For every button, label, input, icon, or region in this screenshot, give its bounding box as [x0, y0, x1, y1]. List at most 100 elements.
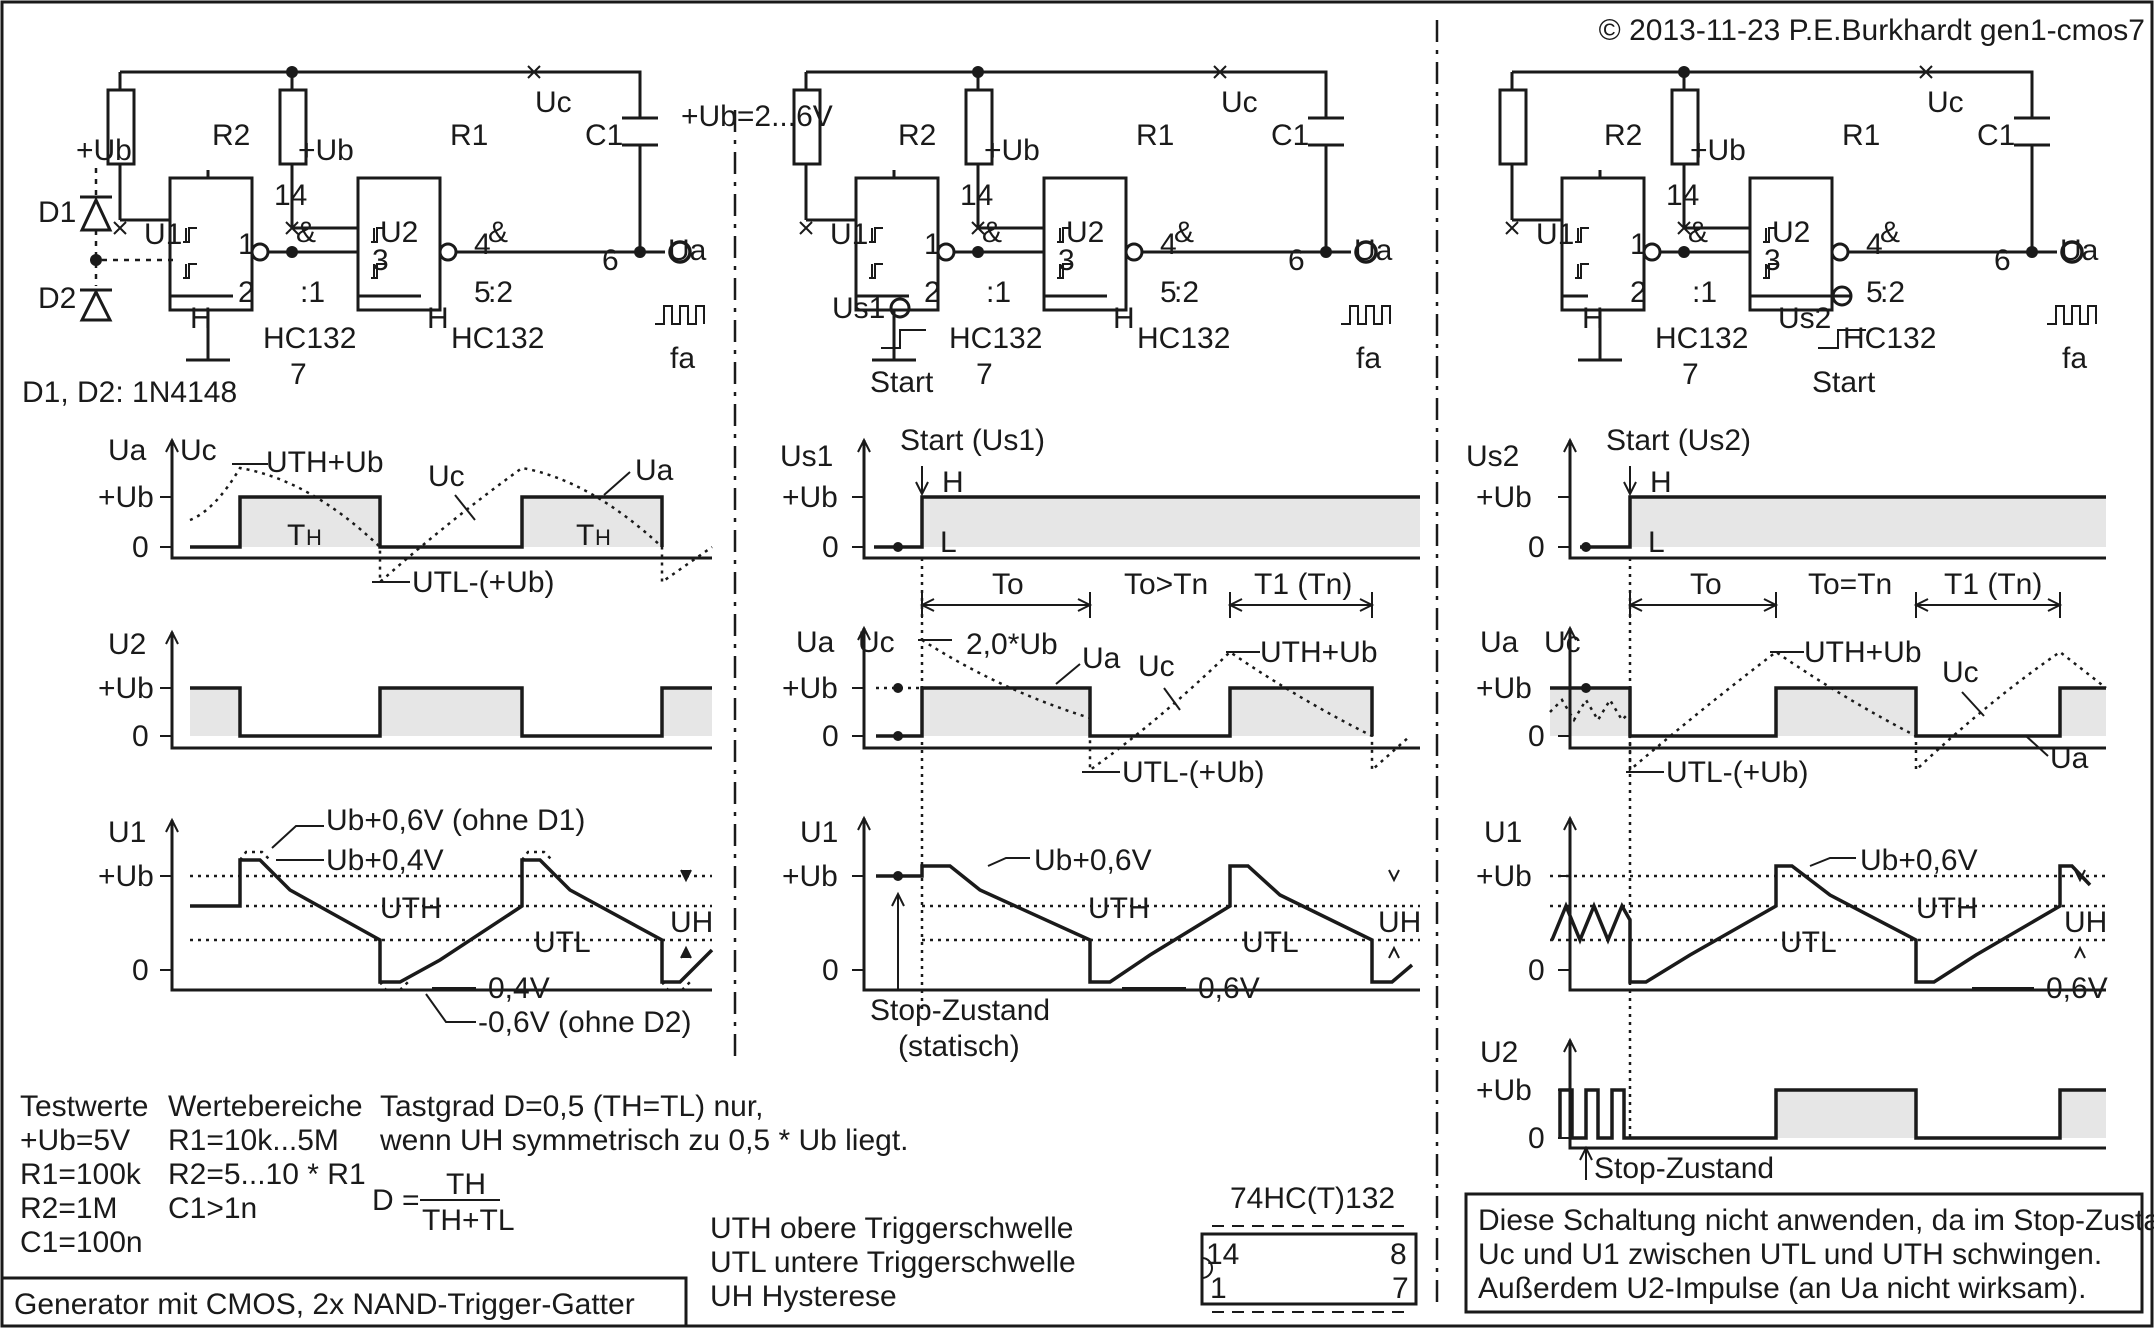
- uh-label: UH: [670, 906, 713, 939]
- u2-axis-label: U2: [1480, 1036, 1518, 1069]
- pin6-label: 6: [1994, 244, 2011, 277]
- pin6-label: 6: [1288, 244, 1305, 277]
- m06-label: -0,6V: [1188, 972, 1260, 1005]
- pin3-label: 3: [372, 244, 389, 277]
- legend: UTH obere Triggerschwelle UTL untere Tri…: [710, 1212, 1076, 1313]
- r1-label: R1: [1136, 119, 1174, 152]
- zero-level: 0: [1528, 1122, 1545, 1155]
- ub-level: +Ub: [1476, 672, 1532, 705]
- chip-pin14: 14: [1206, 1238, 1239, 1271]
- static-label: (statisch): [898, 1030, 1020, 1063]
- ub-level: +Ub: [98, 860, 154, 893]
- zero-level: 0: [822, 531, 839, 564]
- ub-label: +Ub: [984, 134, 1040, 167]
- ub-level: +Ub: [98, 672, 154, 705]
- u1-label: U1: [1536, 218, 1574, 251]
- uc-label: Uc: [1927, 86, 1964, 119]
- u2-label: U2: [1066, 216, 1104, 249]
- r2-label: R2: [898, 119, 936, 152]
- us2-label: Us2: [1778, 302, 1831, 335]
- zero-level: 0: [1528, 720, 1545, 753]
- ua-label: Ua: [2050, 742, 2089, 775]
- chip-pin1: 1: [1210, 1272, 1227, 1305]
- uth-label: UTH: [380, 892, 442, 925]
- ub-level: +Ub: [782, 672, 838, 705]
- pin5-label: 5: [1866, 276, 1883, 309]
- t1tn-label: T1 (Tn): [1944, 568, 2042, 601]
- ranges-title: Wertebereiche: [168, 1090, 363, 1123]
- pin7-label: 7: [976, 358, 993, 391]
- m06-label: -0,6V: [2036, 972, 2108, 1005]
- pin14-label: 14: [960, 179, 993, 212]
- ua-label: Ua: [668, 234, 707, 267]
- amp-label: &: [296, 216, 316, 249]
- gate2-label: :2: [488, 276, 513, 309]
- copyright: © 2013-11-23 P.E.Burkhardt gen1-cmos7: [1599, 14, 2145, 47]
- to-label: To: [1690, 568, 1722, 601]
- c1-label: C1: [1271, 119, 1309, 152]
- l-level: L: [940, 526, 957, 559]
- test-value: +Ub=5V: [20, 1124, 130, 1157]
- gate1-label: :1: [300, 276, 325, 309]
- ub-level: +Ub: [782, 860, 838, 893]
- footer: Generator mit CMOS, 2x NAND-Trigger-Gatt…: [0, 1276, 688, 1328]
- ub-level: +Ub: [1476, 1074, 1532, 1107]
- th-label: T: [576, 519, 594, 552]
- r2-label: R2: [1604, 119, 1642, 152]
- ua-label: Ua: [1354, 234, 1393, 267]
- uc-axis-label: Uc: [180, 434, 217, 467]
- test-value: R2=1M: [20, 1192, 118, 1225]
- pin4-label: 4: [1866, 228, 1883, 261]
- amp-label: &: [1880, 216, 1900, 249]
- ua-label: Ua: [1082, 642, 1121, 675]
- ua-axis-label: Ua: [108, 434, 147, 467]
- duty-denominator: TH+TL: [422, 1204, 515, 1237]
- chip-pinout: 74HC(T)132 14 8 1 7: [1200, 1182, 1418, 1313]
- pin14-label: 14: [274, 179, 307, 212]
- duty-numerator: TH: [446, 1168, 486, 1201]
- l-level: L: [1648, 526, 1665, 559]
- zero-level: 0: [822, 954, 839, 987]
- footer-title: Generator mit CMOS, 2x NAND-Trigger-Gatt…: [14, 1288, 635, 1321]
- ub-level: +Ub: [1476, 481, 1532, 514]
- utl-ub-label: UTL-(+Ub): [1666, 756, 1809, 789]
- utl-ub-label: UTL-(+Ub): [412, 566, 555, 599]
- to-gt-tn-label: To>Tn: [1124, 568, 1208, 601]
- ic-label: HC132: [1655, 322, 1748, 355]
- c1-label: C1: [1977, 119, 2015, 152]
- waveforms-start-unstable: Us2 +Ub 0 Start (Us2) H L To To=Tn T1 (T…: [1466, 424, 2108, 1185]
- fa-label: fa: [2062, 342, 2087, 375]
- pin2-label: 2: [238, 276, 255, 309]
- zero-level: 0: [132, 954, 149, 987]
- fa-label: fa: [1356, 342, 1381, 375]
- gate1-label: :1: [986, 276, 1011, 309]
- ub-level: +Ub: [782, 481, 838, 514]
- ic-label: HC132: [1137, 322, 1230, 355]
- diode-ub-label: +Ub: [76, 134, 132, 167]
- zero-level: 0: [1528, 531, 1545, 564]
- uc-axis-label: Uc: [858, 626, 895, 659]
- chip-title: 74HC(T)132: [1230, 1182, 1395, 1215]
- ub-level: +Ub: [1476, 860, 1532, 893]
- ub-label: +Ub: [298, 134, 354, 167]
- range-value: R2=5...10 * R1: [168, 1158, 366, 1191]
- gate2-label: :2: [1174, 276, 1199, 309]
- pin2-label: 2: [1630, 276, 1647, 309]
- warning-line: Uc und U1 zwischen UTL und UTH schwingen…: [1478, 1238, 2102, 1271]
- uc-label: Uc: [1138, 650, 1175, 683]
- r2-label: R2: [212, 119, 250, 152]
- ic-label: HC132: [451, 322, 544, 355]
- utl-label: UTL: [1242, 926, 1299, 959]
- circuit-start-unstable: R2 R1 Uc C1 +Ub 14 & & U1 U2 1 2 3 4 5 6…: [1498, 64, 2099, 399]
- gate2-label: :2: [1880, 276, 1905, 309]
- uc-label: Uc: [1221, 86, 1258, 119]
- amp-label: &: [488, 216, 508, 249]
- duty-line1: Tastgrad D=0,5 (TH=TL) nur,: [380, 1090, 764, 1123]
- pin7-label: 7: [290, 358, 307, 391]
- ub06-d1-label: Ub+0,6V (ohne D1): [326, 804, 585, 837]
- th-label: T: [287, 519, 305, 552]
- u2-label: U2: [1772, 216, 1810, 249]
- pin3-label: 3: [1058, 244, 1075, 277]
